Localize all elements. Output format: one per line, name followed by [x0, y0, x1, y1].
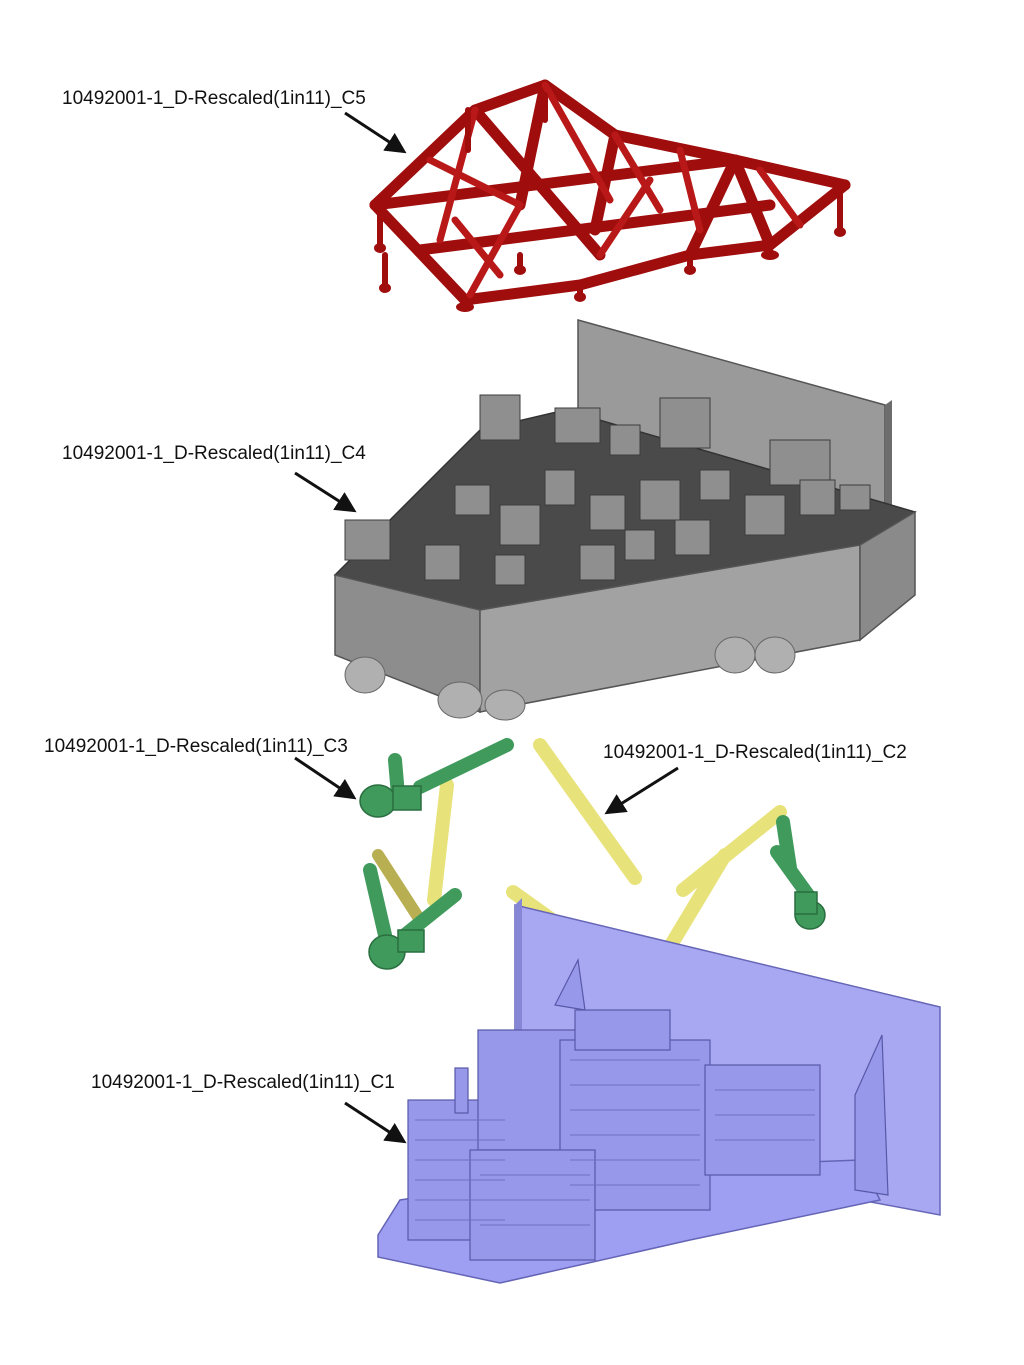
- component-c3-mounts: [359, 738, 826, 970]
- component-c1-base: [377, 898, 941, 1284]
- label-c1: 10492001-1_D-Rescaled(1in11)_C1: [91, 1072, 395, 1093]
- component-c4-bench: [333, 319, 917, 721]
- component-c5-frame: [369, 79, 851, 312]
- label-c4: 10492001-1_D-Rescaled(1in11)_C4: [62, 443, 366, 464]
- label-c3: 10492001-1_D-Rescaled(1in11)_C3: [44, 736, 348, 757]
- arrow-c5: [344, 111, 407, 154]
- arrow-c2: [604, 766, 679, 815]
- arrow-c1: [344, 1101, 407, 1144]
- label-c2: 10492001-1_D-Rescaled(1in11)_C2: [603, 742, 907, 763]
- pointer-arrows: [294, 111, 679, 1144]
- arrow-c3: [294, 756, 357, 800]
- arrow-c4: [294, 471, 357, 513]
- label-c5: 10492001-1_D-Rescaled(1in11)_C5: [62, 88, 366, 109]
